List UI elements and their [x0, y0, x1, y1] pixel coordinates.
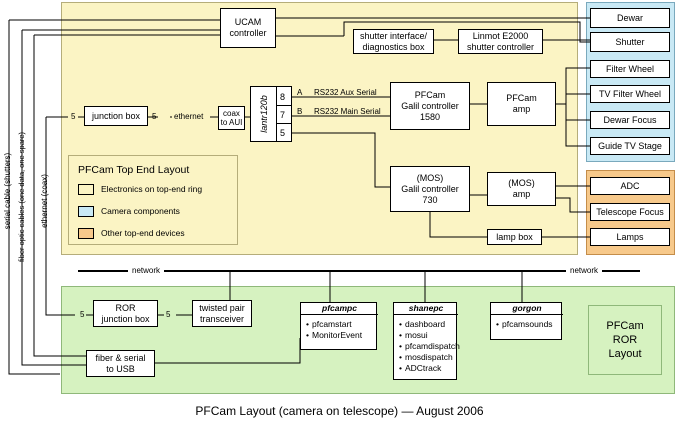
gorgon-box: gorgon pfcamsounds	[490, 302, 563, 340]
ethernet-coax-label: ethernet (coax)	[40, 174, 49, 228]
serial-cable-label: serial cable (shutters)	[3, 152, 12, 230]
caption: PFCam Layout (camera on telescope) — Aug…	[195, 404, 484, 418]
mos-galil-box: (MOS) Galil controller 730	[390, 166, 470, 212]
coax-to-aui-box: coax to AUI	[218, 106, 245, 130]
guide-tv-stage-box: Guide TV Stage	[590, 137, 670, 155]
tv-filter-wheel-box: TV Filter Wheel	[590, 85, 670, 103]
junction-box: junction box	[84, 106, 148, 126]
gorgon-title: gorgon	[491, 302, 563, 315]
shutter-interface-box: shutter interface/ diagnostics box	[353, 29, 434, 54]
pfcam-amp-box: PFCam amp	[487, 82, 556, 126]
twisted-pair-box: twisted pair transceiver	[192, 300, 252, 327]
telescope-focus-box: Telescope Focus	[590, 203, 670, 221]
list-item: MonitorEvent	[306, 330, 362, 341]
ethernet-label: ethernet	[174, 112, 204, 121]
shanepc-list: dashboard mosui pfcamdispatch mosdispatc…	[399, 319, 460, 374]
shutter-box: Shutter	[590, 32, 670, 52]
list-item: ADCtrack	[399, 363, 460, 374]
legend-swatch-other	[78, 228, 94, 239]
port-divider	[276, 105, 291, 106]
pfcampc-list: pfcamstart MonitorEvent	[306, 319, 362, 341]
ucam-controller-box: UCAM controller	[220, 8, 276, 48]
pfcampc-title: pfcampc	[301, 302, 378, 315]
port-divider	[276, 123, 291, 124]
list-item: pfcamdispatch	[399, 341, 460, 352]
ror-junction-box: ROR junction box	[93, 300, 158, 327]
lamps-box: Lamps	[590, 228, 670, 246]
lantr120b-label: lantr120b	[259, 95, 269, 133]
ror-layout-label: PFCam ROR Layout	[588, 305, 662, 375]
legend-swatch-electronics	[78, 184, 94, 195]
legend: PFCam Top End Layout Electronics on top-…	[68, 155, 238, 245]
list-item: pfcamsounds	[496, 319, 553, 330]
port-5: 5	[280, 128, 286, 138]
serial-b-label: B	[297, 107, 303, 116]
legend-title: PFCam Top End Layout	[78, 164, 190, 176]
filter-wheel-box: Filter Wheel	[590, 60, 670, 78]
network-label-left: network	[128, 266, 165, 276]
lantr120b-box: lantr120b 8 7 5	[250, 86, 292, 142]
lamp-box: lamp box	[487, 229, 542, 245]
legend-label-electronics: Electronics on top-end ring	[101, 184, 203, 194]
list-item: pfcamstart	[306, 319, 362, 330]
list-item: mosdispatch	[399, 352, 460, 363]
legend-label-other: Other top-end devices	[101, 228, 185, 238]
ror-junction-right-count: 5	[166, 310, 171, 319]
shanepc-box: shanepc dashboard mosui pfcamdispatch mo…	[393, 302, 460, 380]
fiber-optic-label: fiber optic cables (one data, one spare)	[17, 131, 26, 263]
ror-junction-left-count: 5	[80, 310, 85, 319]
pfcampc-box: pfcampc pfcamstart MonitorEvent	[300, 302, 378, 350]
legend-swatch-camera	[78, 206, 94, 217]
mos-amp-box: (MOS) amp	[487, 172, 556, 206]
adc-box: ADC	[590, 177, 670, 195]
fiber-serial-usb-box: fiber & serial to USB	[86, 350, 155, 377]
port-8: 8	[280, 92, 286, 102]
legend-label-camera: Camera components	[101, 206, 180, 216]
dewar-box: Dewar	[590, 8, 670, 28]
junction-box-left-count: 5	[71, 112, 76, 121]
dewar-focus-box: Dewar Focus	[590, 111, 670, 129]
camera-components-region	[586, 2, 675, 162]
port-7: 7	[280, 110, 286, 120]
rs232-aux-label: RS232 Aux Serial	[314, 88, 377, 97]
gorgon-list: pfcamsounds	[496, 319, 553, 330]
port-divider	[276, 87, 277, 141]
junction-box-right-count: 5	[152, 112, 157, 121]
shanepc-title: shanepc	[394, 302, 458, 315]
network-label-right: network	[566, 266, 603, 276]
serial-a-label: A	[297, 88, 303, 97]
pfcam-galil-box: PFCam Galil controller 1580	[390, 82, 470, 130]
rs232-main-label: RS232 Main Serial	[314, 107, 381, 116]
list-item: mosui	[399, 330, 460, 341]
linmot-controller-box: Linmot E2000 shutter controller	[458, 29, 543, 54]
list-item: dashboard	[399, 319, 460, 330]
